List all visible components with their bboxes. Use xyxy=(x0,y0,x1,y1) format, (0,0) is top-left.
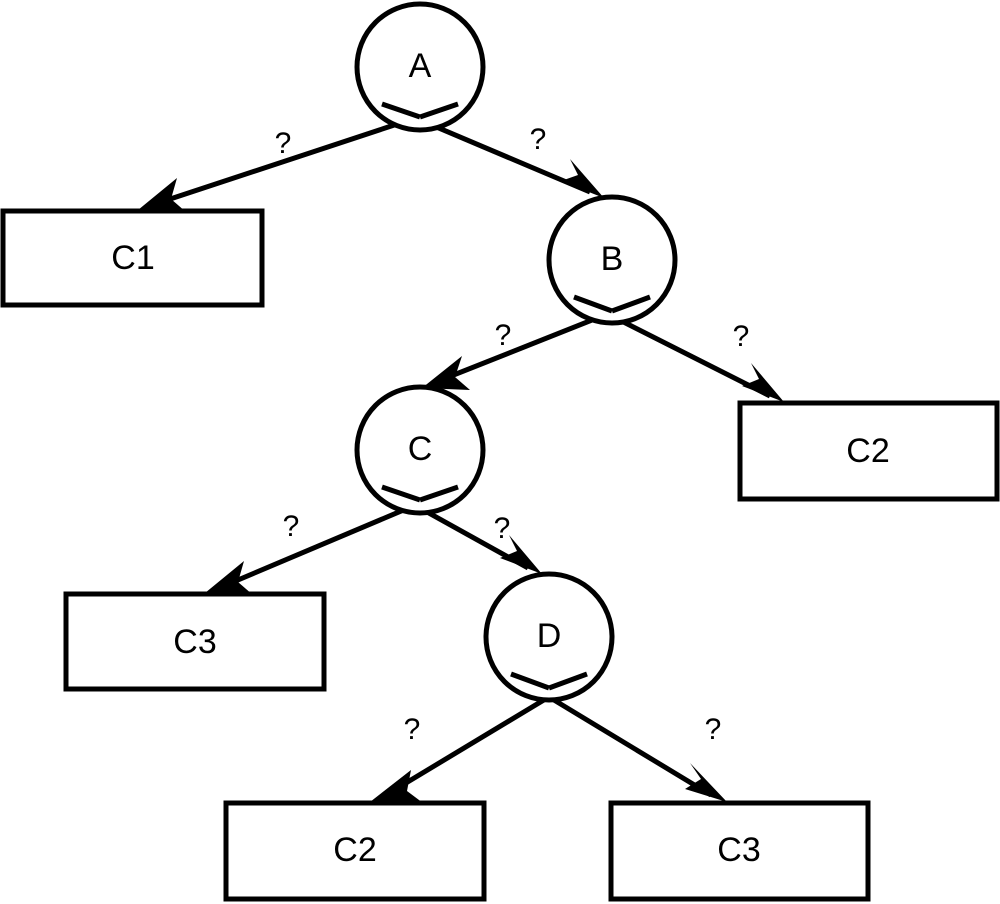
edge-stub-b-left xyxy=(611,294,651,314)
edge-stub-c-left xyxy=(419,484,459,503)
decision-node-a[interactable]: A xyxy=(354,1,486,133)
arrowhead-d-c3 xyxy=(685,763,727,802)
arrowhead-d-c2 xyxy=(370,770,423,803)
arrowhead-c-c3 xyxy=(205,561,253,595)
edge-label-a-b: ? xyxy=(530,123,547,156)
leaf-node-c3-left[interactable]: C3 xyxy=(63,591,327,692)
decision-node-c[interactable]: C xyxy=(354,384,486,516)
node-label-c: C xyxy=(408,430,433,468)
leaf-box-c2-right[interactable] xyxy=(737,400,1000,502)
edges-layer xyxy=(138,101,784,803)
edge-stub-d-right xyxy=(510,671,550,691)
edge-stub-a-right xyxy=(381,101,421,120)
leaf-box-c2-bottom[interactable] xyxy=(223,800,487,902)
edge-stub-a-left xyxy=(419,101,459,120)
node-circle-a[interactable] xyxy=(354,1,486,133)
leaf-node-c1[interactable]: C1 xyxy=(0,208,265,308)
arrowhead-a-b xyxy=(561,159,604,198)
edge-label-c-c3: ? xyxy=(283,510,300,543)
leaf-label-c3-bottom: C3 xyxy=(717,831,760,869)
edge-label-c-d: ? xyxy=(494,512,511,545)
leaf-node-c2-right[interactable]: C2 xyxy=(737,400,1000,502)
edge-stub-d-left xyxy=(548,671,588,691)
leaf-box-c3-bottom[interactable] xyxy=(608,800,871,902)
leaf-box-c1[interactable] xyxy=(0,208,265,308)
node-label-a: A xyxy=(409,47,432,85)
node-label-d: D xyxy=(537,617,562,655)
decision-node-d[interactable]: D xyxy=(483,571,615,703)
leaf-nodes-layer: C1 C2 C3 C2 C3 xyxy=(0,208,1000,902)
decision-nodes-layer: A B C D xyxy=(354,1,678,703)
decision-node-b[interactable]: B xyxy=(546,194,678,326)
node-circle-d[interactable] xyxy=(483,571,615,703)
edge-stubs-layer xyxy=(381,101,651,691)
edge-label-d-c3: ? xyxy=(705,713,722,746)
node-circle-c[interactable] xyxy=(354,384,486,516)
arrowhead-c-d xyxy=(500,535,542,574)
leaf-label-c3-left: C3 xyxy=(173,623,216,661)
edge-labels-layer: ? ? ? ? ? ? ? ? xyxy=(275,123,750,746)
edge-label-b-c: ? xyxy=(495,319,512,352)
edge-stub-b-right xyxy=(573,294,613,314)
node-label-b: B xyxy=(601,240,624,278)
leaf-label-c2-right: C2 xyxy=(846,432,889,470)
leaf-node-c3-bottom[interactable]: C3 xyxy=(608,800,871,902)
leaf-node-c2-bottom[interactable]: C2 xyxy=(223,800,487,902)
arrowhead-b-c2 xyxy=(742,363,784,402)
edge-stub-c-right xyxy=(381,484,421,503)
edge-label-b-c2: ? xyxy=(733,320,750,353)
arrowhead-b-c xyxy=(422,356,470,390)
edge-label-a-c1: ? xyxy=(275,127,292,160)
leaf-label-c1: C1 xyxy=(111,239,154,277)
leaf-box-c3-left[interactable] xyxy=(63,591,327,692)
arrowhead-a-c1 xyxy=(138,178,186,212)
edge-label-d-c2: ? xyxy=(404,713,421,746)
leaf-label-c2-bottom: C2 xyxy=(333,831,376,869)
node-circle-b[interactable] xyxy=(546,194,678,326)
